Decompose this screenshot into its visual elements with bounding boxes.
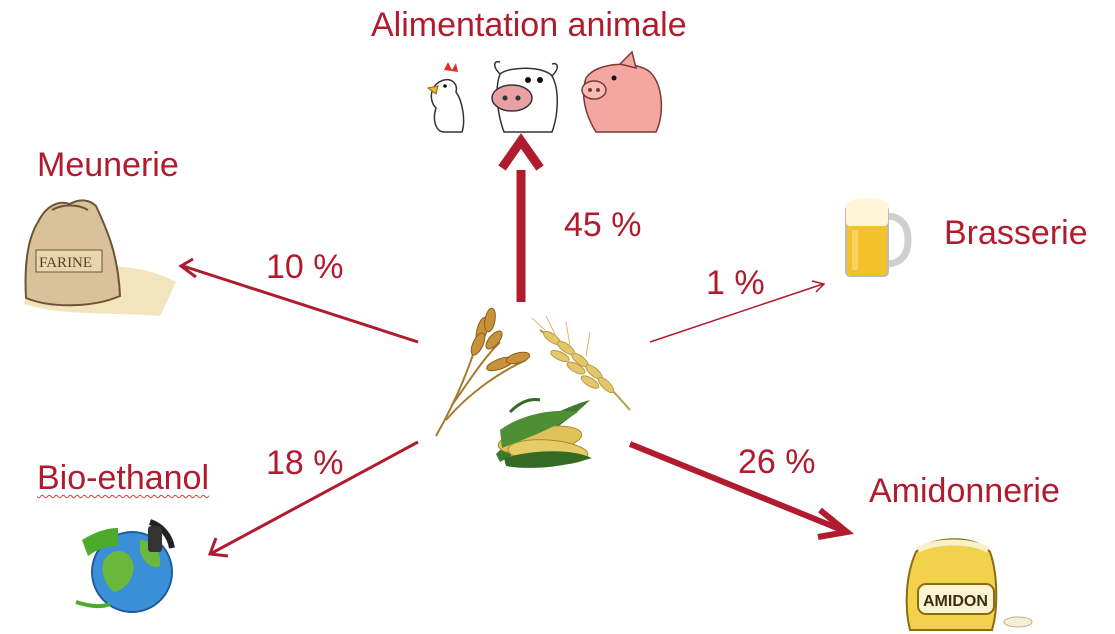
label-brasserie: Brasserie xyxy=(944,216,1088,250)
percent-meunerie: 10 % xyxy=(266,250,344,284)
beer-mug-icon xyxy=(845,198,908,276)
cow-icon xyxy=(492,62,557,132)
cereals-icon xyxy=(436,307,630,468)
arrow-alimentation xyxy=(502,141,540,302)
chicken-icon xyxy=(428,62,464,132)
label-amidonnerie: Amidonnerie xyxy=(869,474,1060,508)
corn-icon xyxy=(496,400,592,468)
fuel-globe-icon xyxy=(76,522,172,612)
label-meunerie: Meunerie xyxy=(37,148,179,182)
pig-icon xyxy=(582,52,661,132)
starch-sack-icon: AMIDON xyxy=(907,539,1032,630)
percent-alimentation: 45 % xyxy=(564,208,642,242)
percent-amidonnerie: 26 % xyxy=(738,445,816,479)
flour-sack-icon: FARINE xyxy=(24,200,176,316)
starch-sack-text: AMIDON xyxy=(923,593,988,610)
barley-icon xyxy=(532,316,630,410)
percent-bioethanol: 18 % xyxy=(266,446,344,480)
label-alimentation-animale: Alimentation animale xyxy=(371,8,687,42)
farm-animals-icon xyxy=(428,52,661,132)
label-bio-ethanol: Bio-ethanol xyxy=(37,461,209,495)
percent-brasserie: 1 % xyxy=(706,266,765,300)
flour-sack-text: FARINE xyxy=(39,255,92,271)
